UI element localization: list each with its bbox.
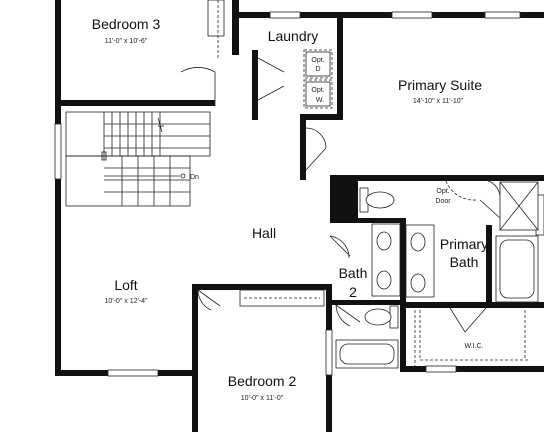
opt-door-label-1: Opt. [436,188,449,195]
bath2-name-line1: Bath [339,265,368,281]
hall-name: Hall [252,225,276,241]
loft-name: Loft [114,277,137,293]
walls [55,0,544,432]
primary-suite-dims: 14'-10" x 11'-10" [413,98,464,105]
opt-washer-label-1: Opt. [311,87,324,94]
opt-door-label-2: Door [435,198,451,205]
doors [180,57,501,333]
bedroom2-name: Bedroom 2 [228,373,297,389]
loft-dims: 10'-0" x 12'-4" [104,298,148,305]
bath-fixtures [335,181,539,369]
room-labels: Bedroom 3 11'-0" x 10'-6" Laundry Primar… [92,16,488,402]
stairs-down-label: Dn [190,174,199,181]
bath2-name-line2: 2 [349,284,357,300]
opt-dryer-label-1: Opt. [311,57,324,64]
windows [54,0,544,377]
bedroom3-name: Bedroom 3 [92,16,161,32]
primary-suite-name: Primary Suite [398,77,482,93]
wic-name: W.I.C. [464,343,483,350]
stairs: Dn [65,111,211,207]
laundry-name: Laundry [268,28,319,44]
bedroom3-dims: 11'-0" x 10'-6" [105,38,148,45]
laundry-appliances: Opt. D Opt. W. [303,49,333,109]
opt-washer-label-2: W. [316,97,324,104]
bedroom2-dims: 10'-0" x 11'-0" [241,395,284,402]
primary-bath-name-line1: Primary [440,236,488,252]
closets [217,0,530,366]
opt-dryer-label-2: D [315,66,320,73]
primary-bath-name-line2: Bath [450,254,479,270]
